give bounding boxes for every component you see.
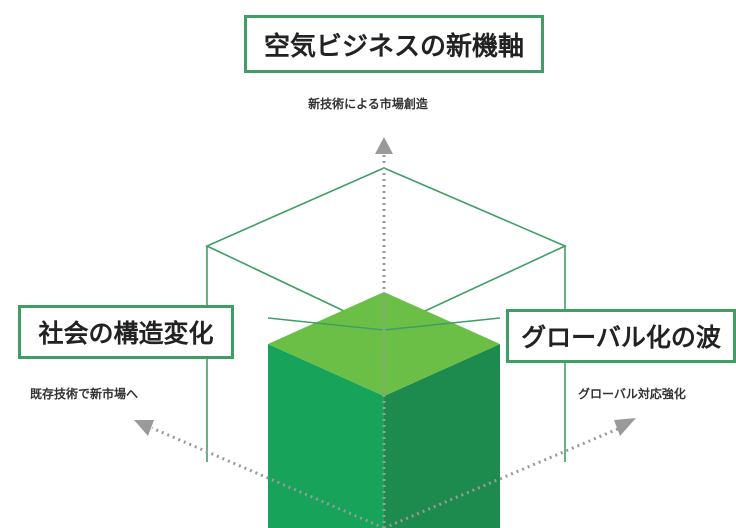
sub-social-change: 既存技術で新市場へ — [30, 387, 139, 401]
sub-new-axis: 新技術による市場創造 — [308, 97, 428, 111]
arrow-up — [375, 137, 393, 154]
label-social-change-text: 社会の構造変化 — [38, 319, 214, 348]
label-new-axis: 空気ビジネスの新機軸 — [244, 15, 544, 73]
arrow-right — [614, 418, 636, 436]
cube-right-face — [384, 344, 500, 528]
label-social-change: 社会の構造変化 — [18, 305, 234, 359]
axis-right — [383, 426, 621, 528]
label-new-axis-text: 空気ビジネスの新機軸 — [263, 31, 524, 62]
sub-globalization: グローバル対応強化 — [578, 387, 686, 401]
inner-line-right — [383, 317, 501, 331]
label-globalization: グローバル化の波 — [506, 309, 736, 363]
axis-left — [151, 426, 385, 528]
arrow-left — [134, 420, 154, 436]
inner-wire-lines — [267, 317, 501, 331]
label-globalization-text: グローバル化の波 — [521, 323, 721, 352]
inner-line-left — [267, 317, 385, 331]
cube-top-face — [268, 292, 500, 396]
axes — [151, 155, 621, 528]
solid-cube — [268, 292, 500, 528]
cube-left-face — [268, 344, 384, 528]
